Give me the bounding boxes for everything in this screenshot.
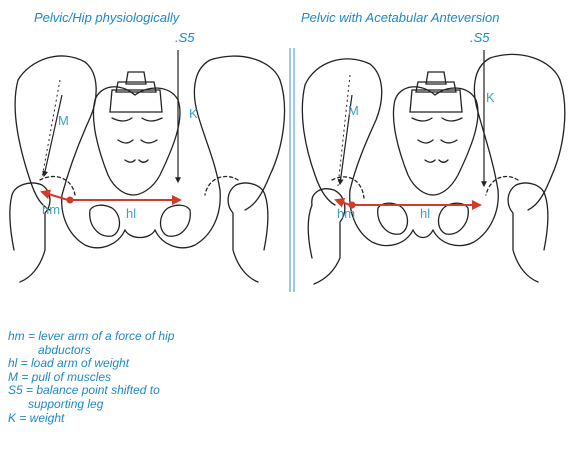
hip-center-dot-1 xyxy=(67,197,74,204)
panel-1-label-hl: hl xyxy=(126,206,136,221)
legend-item-s5-cont: supporting leg xyxy=(8,398,174,412)
legend-item-hl: hl = load arm of weight xyxy=(8,357,174,371)
legend-item-m: M = pull of muscles xyxy=(8,371,174,385)
panel-2-label-k: K xyxy=(486,90,495,105)
panel-1-label-k: K xyxy=(189,106,198,121)
pelvis-diagram xyxy=(0,0,575,330)
legend-item-k: K = weight xyxy=(8,412,174,426)
legend-item-hm-cont: abductors xyxy=(8,344,174,358)
pelvis-drawing-1 xyxy=(10,56,285,282)
panel-1-label-m: M xyxy=(58,113,69,128)
panel-2-label-hm: hm xyxy=(337,206,355,221)
panel-2-label-m: M xyxy=(348,103,359,118)
legend-item-hm: hm = lever arm of a force of hip xyxy=(8,330,174,344)
panel-2-label-hl: hl xyxy=(420,206,430,221)
panel-1-label-hm: hm xyxy=(42,202,60,217)
hm-arrow-1 xyxy=(42,192,68,200)
lever-arrows-2 xyxy=(336,200,480,209)
legend-item-s5: S5 = balance point shifted to xyxy=(8,384,174,398)
legend: hm = lever arm of a force of hip abducto… xyxy=(8,330,174,425)
